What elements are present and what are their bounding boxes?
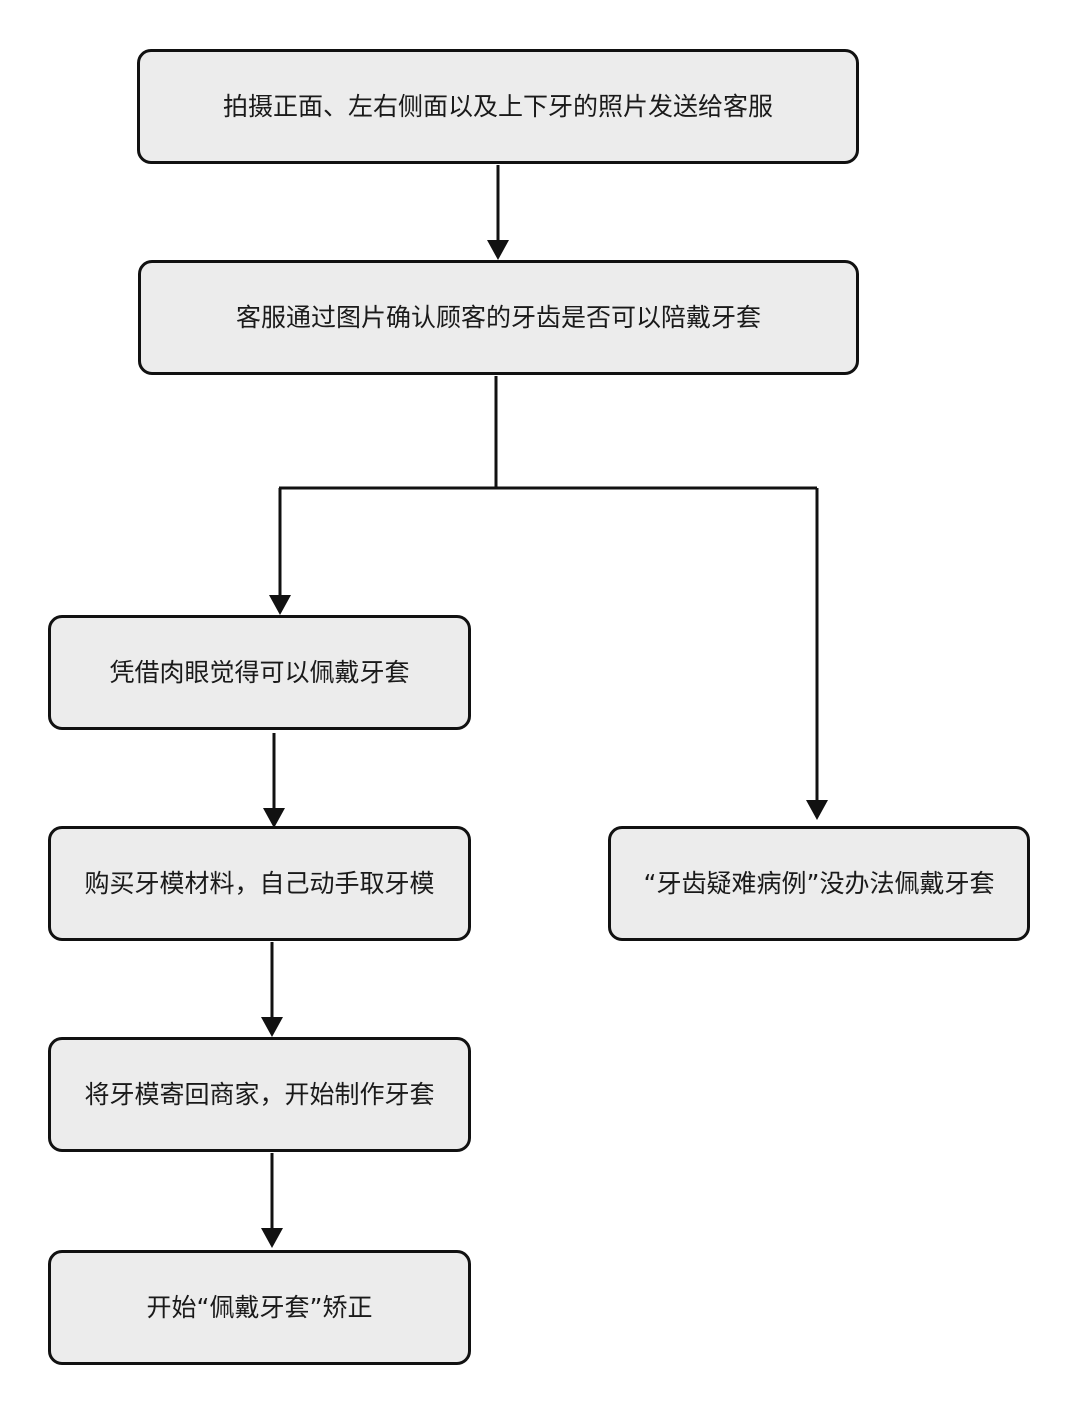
arrowhead-n4 xyxy=(263,808,285,828)
flow-node-photo-upload: 拍摄正面、左右侧面以及上下牙的照片发送给客服 xyxy=(137,49,859,164)
flow-node-start-treatment: 开始“佩戴牙套”矫正 xyxy=(48,1250,471,1365)
arrowhead-n2 xyxy=(487,240,509,260)
arrowhead-n6 xyxy=(261,1017,283,1037)
arrowhead-n5 xyxy=(806,800,828,820)
flow-node-label: 拍摄正面、左右侧面以及上下牙的照片发送给客服 xyxy=(222,91,773,121)
flow-node-label: 购买牙模材料，自己动手取牙模 xyxy=(84,868,435,898)
flow-node-label: “牙齿疑难病例”没办法佩戴牙套 xyxy=(643,868,995,898)
flow-node-eligible: 凭借肉眼觉得可以佩戴牙套 xyxy=(48,615,471,730)
flow-node-label: 凭借肉眼觉得可以佩戴牙套 xyxy=(109,657,410,687)
flow-node-send-mold: 将牙模寄回商家，开始制作牙套 xyxy=(48,1037,471,1152)
flow-node-self-impression: 购买牙模材料，自己动手取牙模 xyxy=(48,826,471,941)
flow-node-label: 客服通过图片确认顾客的牙齿是否可以陪戴牙套 xyxy=(235,302,761,332)
flow-node-difficult-case: “牙齿疑难病例”没办法佩戴牙套 xyxy=(608,826,1030,941)
arrowhead-n3 xyxy=(269,595,291,615)
flow-node-label: 将牙模寄回商家，开始制作牙套 xyxy=(84,1079,435,1109)
flow-node-service-check: 客服通过图片确认顾客的牙齿是否可以陪戴牙套 xyxy=(138,260,859,375)
flow-node-label: 开始“佩戴牙套”矫正 xyxy=(146,1292,373,1322)
arrowhead-n7 xyxy=(261,1228,283,1248)
